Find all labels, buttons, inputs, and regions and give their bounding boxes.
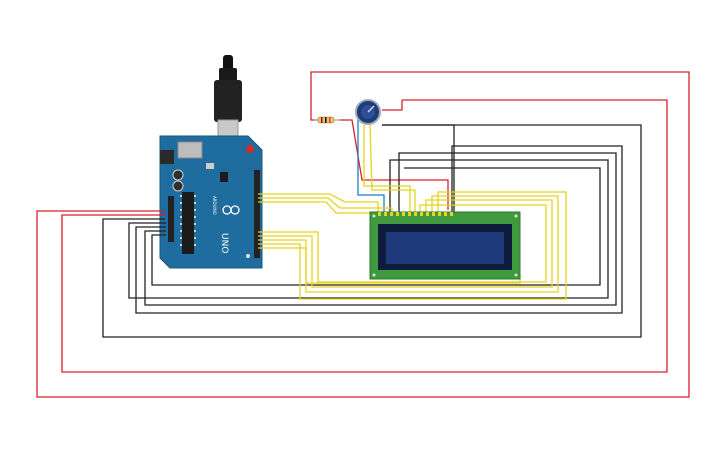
power-header (168, 196, 174, 242)
reset-button[interactable] (246, 145, 254, 153)
digital-header (254, 170, 260, 258)
usb-cable-icon (214, 55, 242, 139)
lcd-display-icon[interactable] (369, 211, 521, 280)
power-jack (160, 150, 174, 164)
black-wires (102, 124, 642, 338)
usb-port (177, 141, 203, 159)
atmega-chip (182, 192, 194, 254)
board-model-label: UNO (219, 233, 229, 253)
arduino-logo-icon (222, 205, 240, 215)
lcd-screen (386, 232, 504, 264)
resistor-icon (314, 116, 340, 124)
board-brand-label: ARDUINO (212, 196, 217, 215)
potentiometer-icon[interactable] (355, 99, 381, 125)
arduino-uno-board[interactable]: UNO ARDUINO (159, 135, 263, 269)
red-wires (36, 71, 690, 398)
blue-wire (357, 118, 385, 212)
yellow-wires (258, 124, 567, 300)
